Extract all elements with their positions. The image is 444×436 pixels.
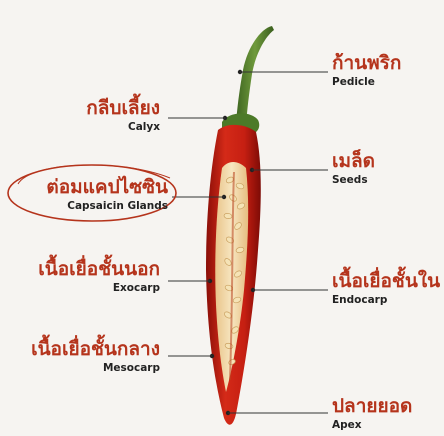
apex-english: Apex [332, 420, 412, 432]
pedicle-thai: ก้านพริก [332, 53, 401, 74]
exocarp-english: Exocarp [38, 283, 160, 295]
endocarp-english: Endocarp [332, 295, 440, 307]
exocarp-thai: เนื้อเยื่อชั้นนอก [38, 259, 160, 280]
pedicle-label: ก้านพริก Pedicle [332, 53, 401, 88]
seeds-thai: เมล็ด [332, 151, 375, 172]
capsaicin-label: ต่อมแคปไซซิน Capsaicin Glands [46, 177, 168, 212]
endocarp-thai: เนื้อเยื่อชั้นใน [332, 271, 440, 292]
exocarp-label: เนื้อเยื่อชั้นนอก Exocarp [38, 259, 160, 294]
mesocarp-english: Mesocarp [31, 363, 160, 375]
capsaicin-thai: ต่อมแคปไซซิน [46, 177, 168, 198]
capsaicin-english: Capsaicin Glands [46, 201, 168, 213]
pedicle-stem [236, 26, 274, 126]
apex-thai: ปลายยอด [332, 396, 412, 417]
mesocarp-label: เนื้อเยื่อชั้นกลาง Mesocarp [31, 339, 160, 374]
endocarp-label: เนื้อเยื่อชั้นใน Endocarp [332, 271, 440, 306]
mesocarp-thai: เนื้อเยื่อชั้นกลาง [31, 339, 160, 360]
pedicle-english: Pedicle [332, 77, 401, 89]
apex-label: ปลายยอด Apex [332, 396, 412, 431]
calyx-label: กลีบเลี้ยง Calyx [86, 98, 160, 133]
calyx-thai: กลีบเลี้ยง [86, 98, 160, 119]
seeds-label: เมล็ด Seeds [332, 151, 375, 186]
calyx-english: Calyx [86, 122, 160, 134]
seeds-english: Seeds [332, 175, 375, 187]
